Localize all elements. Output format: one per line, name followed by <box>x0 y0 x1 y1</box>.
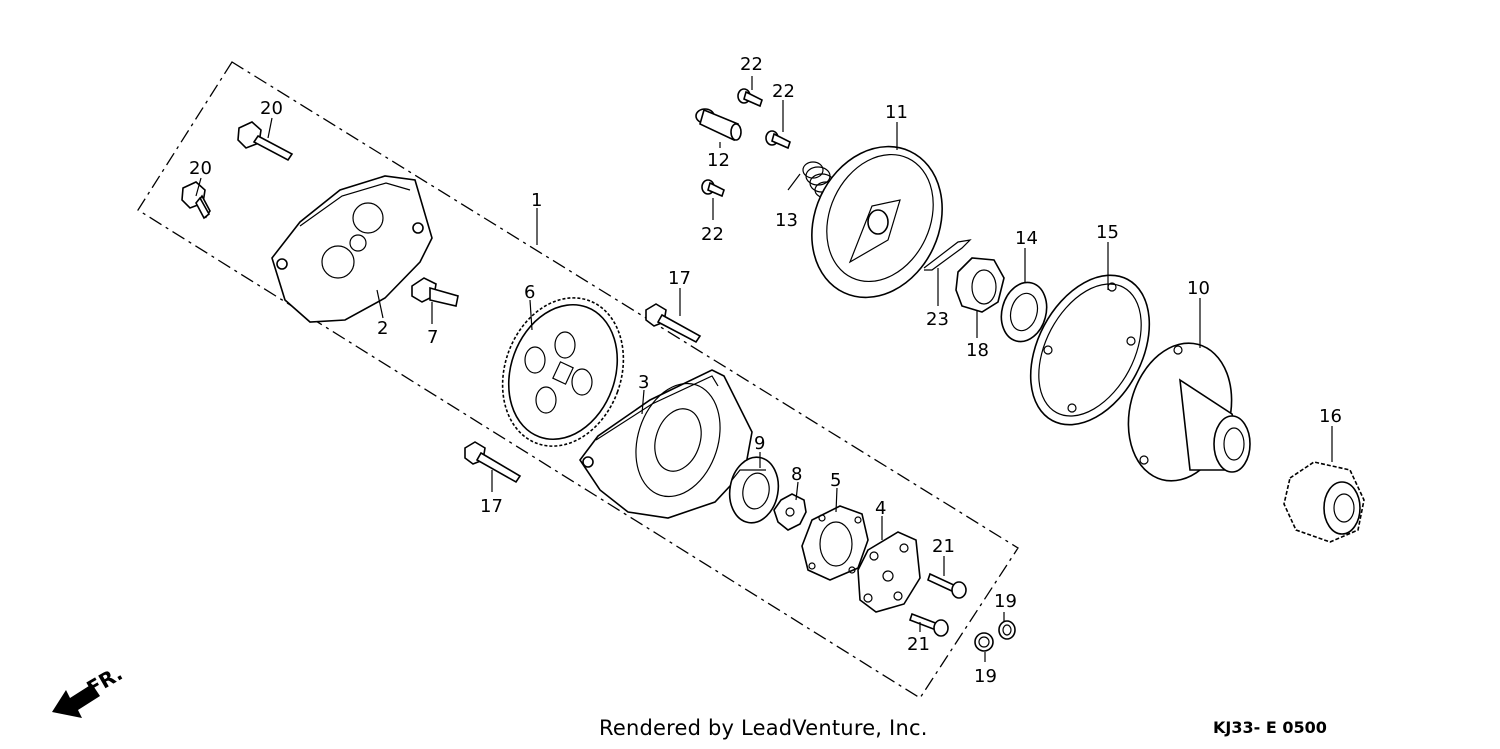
render-credit: Rendered by LeadVenture, Inc. <box>599 716 928 740</box>
pump-plate <box>857 531 921 613</box>
outer-rotor <box>728 456 780 524</box>
callout-19-upper: 19 <box>994 591 1017 612</box>
drive-hub <box>1127 342 1251 482</box>
diagram-code: KJ33- E 0500 <box>1213 718 1327 737</box>
o-ring-upper <box>998 620 1016 640</box>
pump-bolt-lower <box>464 441 522 484</box>
pump-cover <box>271 175 433 323</box>
callout-16: 16 <box>1319 406 1342 427</box>
plate-screw-lower <box>908 612 949 637</box>
callout-15: 15 <box>1096 222 1119 243</box>
stopper-pin <box>695 108 742 142</box>
retaining-clip <box>923 239 972 271</box>
screw-bottom <box>701 179 725 198</box>
cover-gasket <box>1029 274 1151 426</box>
cover-bolt-lower <box>181 181 211 220</box>
callout-20-lower: 20 <box>189 158 212 179</box>
callout-23: 23 <box>926 309 949 330</box>
callout-21-upper: 21 <box>932 536 955 557</box>
spline-gear <box>1283 461 1365 543</box>
leader-lines <box>195 76 1333 662</box>
plate-screw-upper <box>927 572 967 599</box>
callout-20-upper: 20 <box>260 98 283 119</box>
callout-3: 3 <box>638 372 649 393</box>
callout-17-upper: 17 <box>668 268 691 289</box>
callout-17-lower: 17 <box>480 496 503 517</box>
callout-13: 13 <box>775 210 798 231</box>
callout-2: 2 <box>377 318 388 339</box>
screw-top <box>737 88 763 108</box>
o-ring-lower <box>974 632 994 652</box>
callout-12: 12 <box>707 150 730 171</box>
screw-middle <box>765 130 791 150</box>
dowel-pin <box>411 277 459 307</box>
callout-19-lower: 19 <box>974 666 997 687</box>
callout-22-middle: 22 <box>772 81 795 102</box>
callout-18: 18 <box>966 340 989 361</box>
assembly-boundary-part-1 <box>137 61 1019 699</box>
pump-body <box>579 369 753 519</box>
driven-gear <box>501 297 625 447</box>
callout-21-lower: 21 <box>907 634 930 655</box>
pump-gasket <box>801 505 869 581</box>
callout-1: 1 <box>531 190 542 211</box>
callout-8: 8 <box>791 464 802 485</box>
callout-22-top: 22 <box>740 54 763 75</box>
callout-22-bottom: 22 <box>701 224 724 245</box>
cover-bolt-upper <box>237 121 294 162</box>
callout-10: 10 <box>1187 278 1210 299</box>
callout-14: 14 <box>1015 228 1038 249</box>
callout-labels: 1 2 3 4 5 6 7 8 9 10 11 12 13 14 15 16 1… <box>189 54 1342 687</box>
washer <box>1000 281 1048 343</box>
callout-6: 6 <box>524 282 535 303</box>
lock-nut <box>955 257 1005 313</box>
callout-11: 11 <box>885 102 908 123</box>
inner-rotor <box>773 493 807 531</box>
arrow-icon <box>52 684 100 718</box>
clutch-outer <box>811 145 943 299</box>
callout-4: 4 <box>875 498 886 519</box>
front-direction-arrow: FR. <box>52 661 127 718</box>
callout-9: 9 <box>754 433 765 454</box>
pump-bolt-upper <box>645 303 702 344</box>
callout-5: 5 <box>830 470 841 491</box>
callout-7: 7 <box>427 327 438 348</box>
